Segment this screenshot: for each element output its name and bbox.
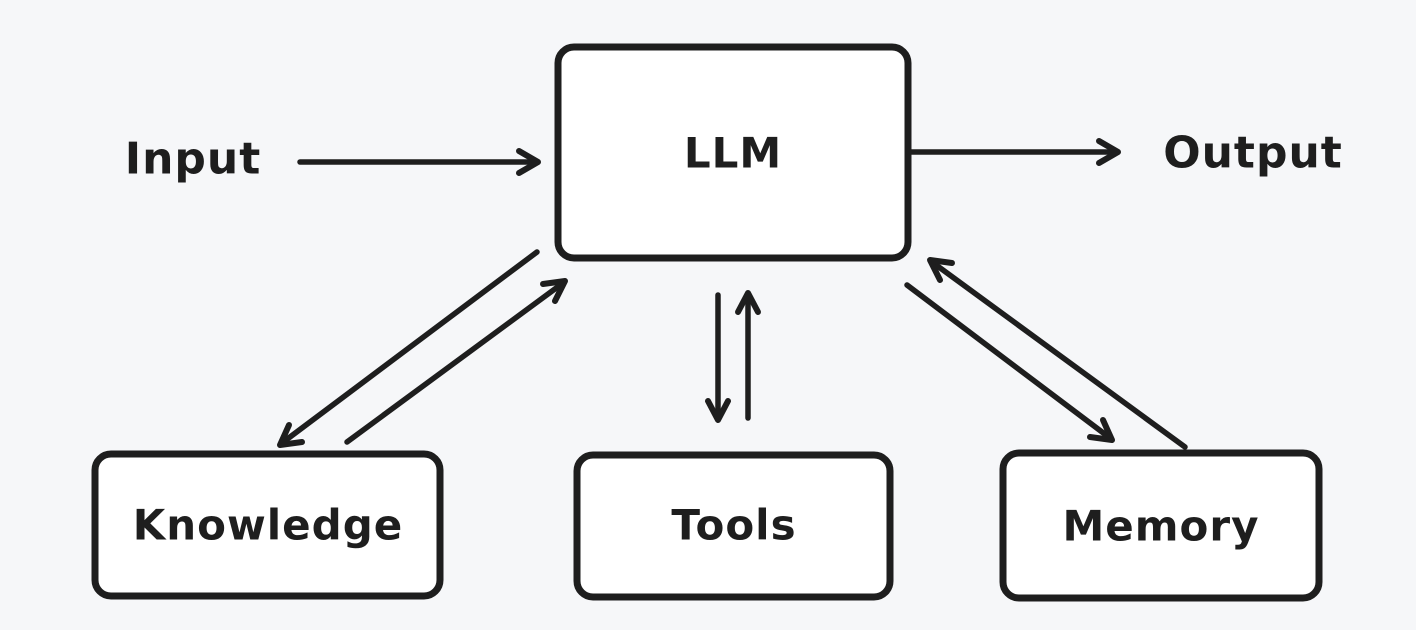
arrow-memory-to-llm: [927, 257, 1188, 450]
arrow-shaft: [279, 249, 540, 446]
arrow-llm-to-knowledge: [277, 249, 540, 448]
arrow-shaft: [344, 280, 566, 445]
arrow-tools-to-llm: [735, 290, 761, 421]
arrowhead-up-icon: [735, 290, 761, 315]
input-label: Input: [125, 134, 262, 185]
arrow-llm-to-output: [906, 138, 1121, 166]
tools-box: [573, 451, 894, 601]
tools-label: Tools: [671, 501, 796, 550]
arrow-input-to-llm: [297, 148, 541, 176]
arrowhead-up-right-icon: [540, 278, 568, 304]
knowledge-node: Knowledge: [91, 450, 444, 600]
arrow-llm-to-tools: [705, 292, 731, 423]
arrowhead-up-left-icon: [927, 257, 955, 283]
arrow-llm-to-memory: [904, 282, 1115, 443]
arrowhead-down-left-icon: [277, 422, 305, 448]
arrowhead-down-right-icon: [1087, 417, 1115, 443]
arrow-knowledge-to-llm: [344, 278, 568, 445]
arrowhead-right-icon: [516, 148, 541, 176]
arrowhead-down-icon: [705, 398, 731, 423]
arrowhead-right-icon: [1096, 138, 1121, 166]
memory-node: Memory: [999, 449, 1323, 602]
arrow-shaft: [904, 282, 1113, 441]
tools-node: Tools: [573, 451, 894, 601]
llm-label: LLM: [684, 129, 782, 178]
llm-node: LLM: [554, 43, 912, 262]
memory-box: [999, 449, 1323, 602]
memory-label: Memory: [1063, 502, 1260, 551]
output-label: Output: [1163, 128, 1343, 179]
knowledge-box: [91, 450, 444, 600]
arrow-shaft: [929, 259, 1188, 450]
knowledge-label: Knowledge: [133, 501, 404, 550]
